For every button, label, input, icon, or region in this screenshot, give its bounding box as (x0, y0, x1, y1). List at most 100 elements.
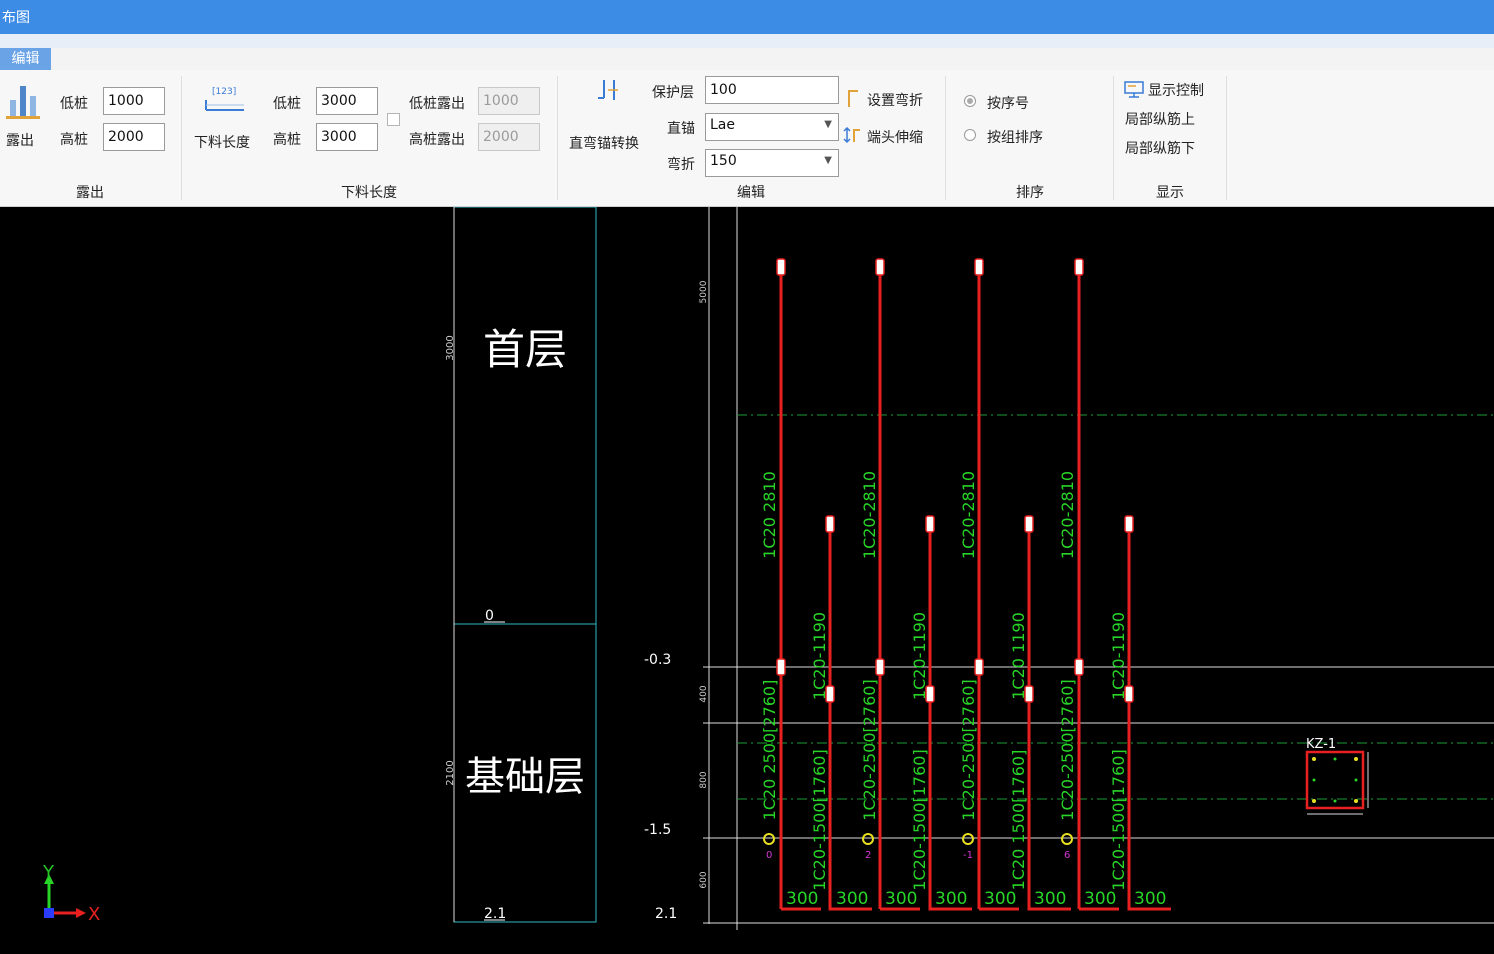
rebar-label: 1C20-2810 (1058, 471, 1077, 559)
group-separator (1226, 76, 1227, 200)
coupler[interactable] (974, 258, 984, 276)
expose-group-title: 露出 (76, 185, 104, 201)
hook-label: 300 (984, 889, 1016, 909)
expose-icon (6, 86, 40, 119)
elev-m15: -1.5 (644, 822, 671, 838)
marker-circle[interactable] (862, 833, 874, 845)
chevron-down-icon: ▼ (824, 119, 832, 130)
elev-bottom-left: 2.1 (484, 906, 506, 922)
marker-index: -1 (963, 850, 973, 861)
end-extend-button[interactable]: 端头伸缩 (843, 125, 933, 146)
bend-value: 150 (710, 153, 737, 169)
cut-high-label: 高桩 (273, 132, 301, 148)
cut-low-input[interactable] (316, 87, 378, 115)
rebar-short[interactable] (1027, 524, 1071, 911)
coupler[interactable] (875, 658, 885, 676)
marker-circle[interactable] (1061, 833, 1073, 845)
coupler[interactable] (875, 258, 885, 276)
ucs-x-label: X (88, 904, 101, 925)
expose-high-label: 高桩 (60, 132, 88, 148)
window-title: 布图 (2, 10, 30, 26)
coupler[interactable] (1024, 685, 1034, 703)
expose-button-label: 露出 (6, 133, 34, 149)
hook-label: 300 (1084, 889, 1116, 909)
rebar-group[interactable] (779, 267, 1171, 911)
extend-icon (843, 126, 860, 144)
group-separator (1113, 76, 1114, 200)
straight-anchor-value: Lae (710, 117, 735, 133)
expose-button[interactable]: 露出 (2, 78, 44, 149)
expose-checkbox[interactable] (387, 113, 400, 126)
sort-by-group-radio[interactable] (964, 129, 976, 141)
coupler[interactable] (925, 515, 935, 533)
tab-edit[interactable]: 编辑 (0, 48, 51, 70)
cut-length-button[interactable]: [123] 下料长度 (190, 78, 262, 151)
coupler[interactable] (825, 515, 835, 533)
coupler[interactable] (776, 258, 786, 276)
cut-high-input[interactable] (316, 123, 378, 151)
rebar-label: 1C20-1500[1760] (1109, 749, 1128, 890)
marker-index: 6 (1064, 850, 1070, 861)
anchor-convert-label: 直弯锚转换 (569, 136, 639, 152)
ribbon-tab-row (0, 48, 1494, 70)
rebar-label: 1C20 2810 (760, 471, 779, 559)
sort-by-number-radio[interactable] (964, 95, 976, 107)
coupler[interactable] (974, 658, 984, 676)
rebar-label: 1C20-1500[1760] (810, 749, 829, 890)
coupler[interactable] (1124, 515, 1134, 533)
cut-low-label: 低桩 (273, 96, 301, 112)
rebar-label: 1C20 2500[2760] (760, 680, 779, 821)
cover-label: 保护层 (652, 85, 694, 101)
coupler[interactable] (1074, 258, 1084, 276)
local-long-down-button[interactable]: 局部纵筋下 (1125, 141, 1195, 157)
hook-label: 300 (836, 889, 868, 909)
low-expose-label: 低桩露出 (409, 96, 465, 112)
bend-select[interactable]: 150 ▼ (705, 149, 839, 177)
rebar-label: 1C20-2500[2760] (959, 679, 978, 820)
local-long-up-button[interactable]: 局部纵筋上 (1125, 112, 1195, 128)
coupler[interactable] (1024, 515, 1034, 533)
coupler[interactable] (825, 685, 835, 703)
bend-label: 弯折 (667, 157, 695, 173)
display-control-button[interactable]: 显示控制 (1124, 80, 1216, 100)
column-section[interactable] (1305, 750, 1365, 810)
sort-by-group-label[interactable]: 按组排序 (987, 130, 1043, 146)
floor-first-label: 首层 (483, 325, 567, 374)
cover-input[interactable] (705, 76, 839, 104)
cut-length-button-label: 下料长度 (194, 135, 250, 151)
cut-length-icon-text: [123] (212, 87, 236, 97)
sort-by-number-label[interactable]: 按序号 (987, 96, 1029, 112)
ucs-y-label: Y (43, 862, 54, 883)
rebar-label: 1C20 1190 (1009, 612, 1028, 700)
coupler[interactable] (1074, 658, 1084, 676)
ucs-x-arrow-icon (76, 908, 86, 918)
low-expose-input (478, 87, 540, 115)
rebar-short[interactable] (928, 524, 972, 911)
expose-low-input[interactable] (103, 87, 165, 115)
rebar-label: 1C20-1500[1760] (910, 749, 929, 890)
anchor-convert-button[interactable]: 直弯锚转换 (566, 78, 650, 152)
rebar-label: 1C20-2500[2760] (860, 679, 879, 820)
marker-circle[interactable] (763, 833, 775, 845)
hook-label: 300 (935, 889, 967, 909)
coupler[interactable] (1124, 685, 1134, 703)
marker-circle[interactable] (962, 833, 974, 845)
drawing-canvas[interactable]: 首层 基础层 3000 2100 0 2.1 5000 400 800 600 … (0, 207, 1494, 954)
rebar-label: 1C20-1190 (810, 612, 829, 700)
straight-anchor-select[interactable]: Lae ▼ (705, 113, 839, 141)
rebar-short[interactable] (1127, 524, 1171, 911)
column-rebar-dots (1312, 757, 1358, 803)
anchor-convert-icon (598, 80, 618, 100)
coupler[interactable] (776, 658, 786, 676)
set-bend-label: 设置弯折 (867, 93, 923, 109)
dim-base: 2100 (445, 760, 456, 785)
expose-high-input[interactable] (103, 123, 165, 151)
elev-bottom-right: 2.1 (655, 906, 677, 922)
rebar-label: 1C20-2810 (959, 471, 978, 559)
cut-length-icon: [123] (205, 87, 244, 111)
set-bend-button[interactable]: 设置弯折 (846, 88, 936, 109)
coupler[interactable] (925, 685, 935, 703)
rebar-short[interactable] (828, 524, 872, 911)
dim-600: 600 (699, 871, 709, 888)
elev-m03: -0.3 (644, 652, 671, 668)
